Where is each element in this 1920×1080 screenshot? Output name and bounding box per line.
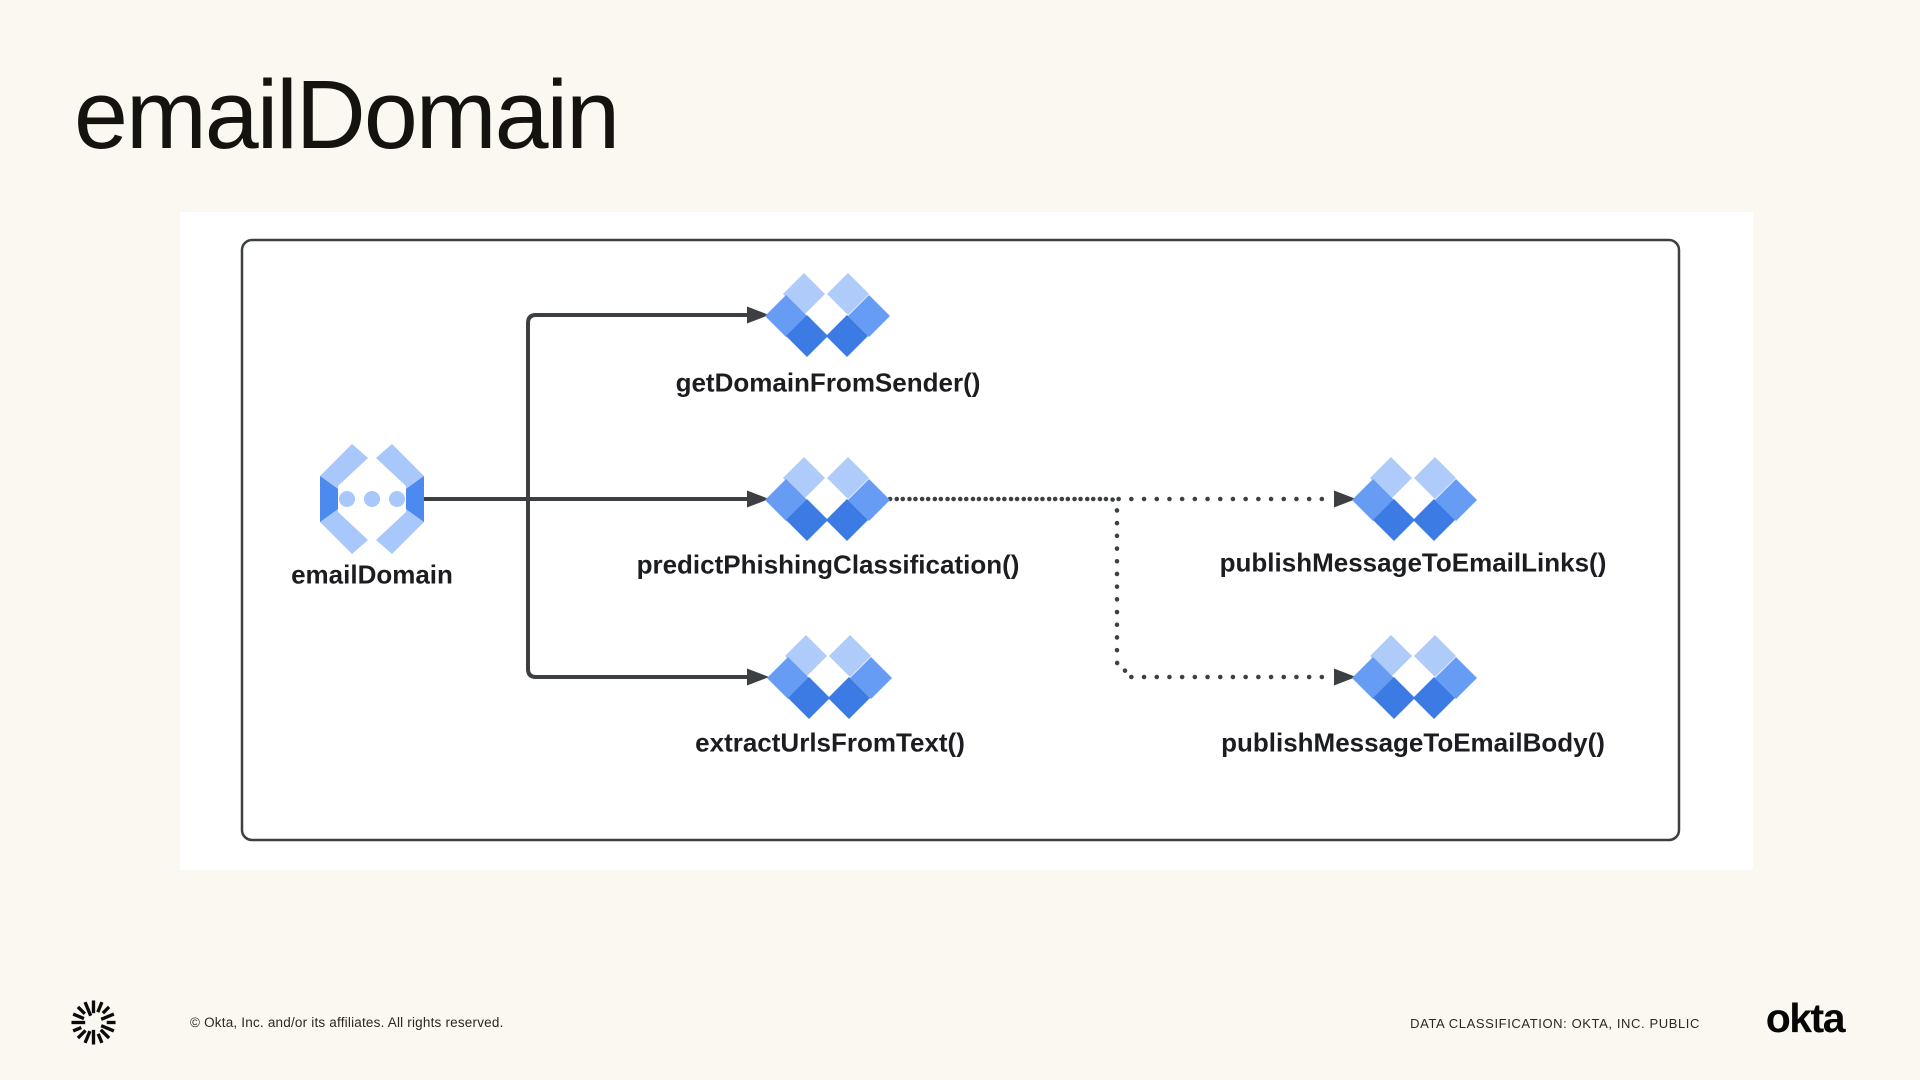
arrowhead-icon bbox=[1334, 668, 1356, 686]
node-label-emailDomain: emailDomain bbox=[291, 559, 453, 590]
arrowhead-icon bbox=[747, 490, 769, 508]
edge-to-extractUrlsFromText bbox=[526, 499, 747, 679]
edge-to-getDomainFromSender bbox=[526, 313, 747, 499]
diamond-cluster-icon-extractUrlsFromText bbox=[767, 635, 892, 719]
diamond-cluster-icon-predictPhishingClassification bbox=[765, 457, 890, 541]
diagram-canvas bbox=[240, 238, 1681, 842]
cloud-function-braces-icon bbox=[320, 444, 424, 554]
diamond-cluster-icon-publishMessageToEmailLinks bbox=[1352, 457, 1477, 541]
diagram-border bbox=[240, 238, 1681, 842]
okta-logo: okta bbox=[1765, 995, 1846, 1041]
node-label-predictPhishingClassification: predictPhishingClassification() bbox=[636, 549, 1020, 580]
page-title: emailDomain bbox=[74, 60, 620, 169]
solid-connectors bbox=[424, 306, 769, 686]
dotted-connectors bbox=[887, 490, 1356, 686]
diamond-cluster-icon-getDomainFromSender bbox=[765, 273, 890, 357]
footer-classification: DATA CLASSIFICATION: OKTA, INC. PUBLIC bbox=[1410, 1016, 1700, 1031]
node-label-getDomainFromSender: getDomainFromSender() bbox=[675, 367, 981, 398]
node-label-publishMessageToEmailBody: publishMessageToEmailBody() bbox=[1221, 727, 1605, 758]
edge-to-publishMessageToEmailBody bbox=[887, 496, 1337, 680]
arrowhead-icon bbox=[1334, 490, 1356, 508]
footer-copyright: © Okta, Inc. and/or its affiliates. All … bbox=[190, 1015, 504, 1030]
arrowhead-icon bbox=[747, 306, 769, 324]
diamond-cluster-icon-publishMessageToEmailBody bbox=[1352, 635, 1477, 719]
arrowhead-icon bbox=[747, 668, 769, 686]
node-label-extractUrlsFromText: extractUrlsFromText() bbox=[695, 727, 965, 758]
okta-spinner-icon bbox=[71, 1000, 116, 1045]
node-label-publishMessageToEmailLinks: publishMessageToEmailLinks() bbox=[1219, 547, 1607, 578]
diagram-panel: emailDomain getDomainFromSender() predic… bbox=[180, 212, 1753, 870]
